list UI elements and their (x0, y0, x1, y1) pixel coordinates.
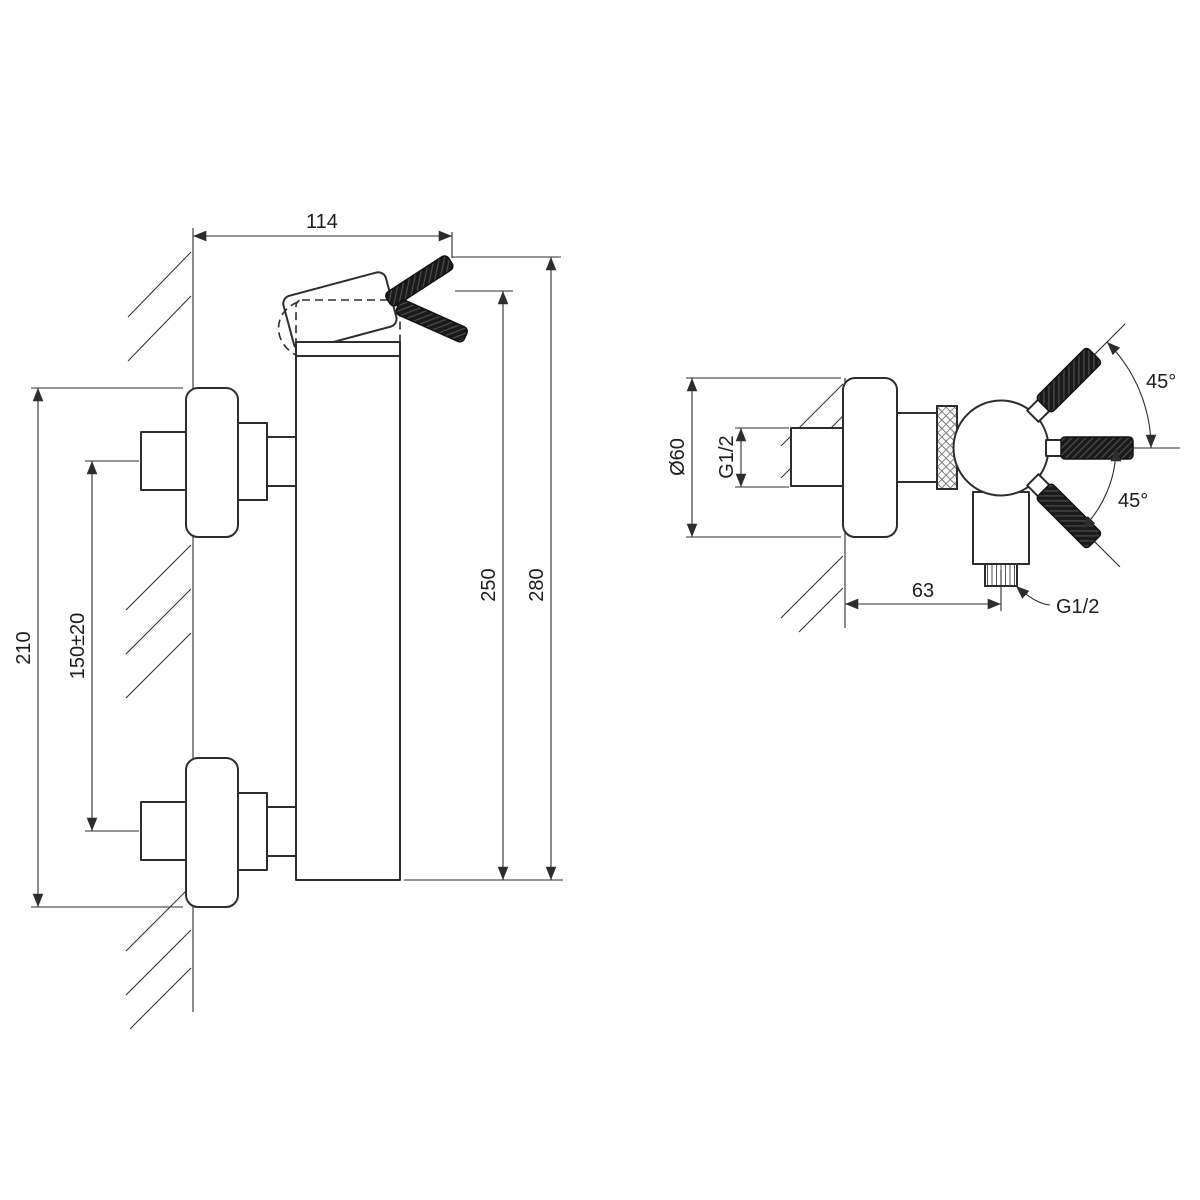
union-top-wall-pipe (140, 431, 188, 491)
dimension-flange-diameter: Ø60 (667, 377, 841, 538)
lever-knurled-middle (1060, 436, 1134, 460)
outlet-body (972, 491, 1030, 565)
union-top-nut (237, 422, 268, 501)
front-view: Ø60 G1/2 63 G1/2 45° 45° (667, 323, 1180, 633)
wall-union-top (140, 387, 297, 538)
union-bottom-wall-pipe (140, 801, 188, 861)
dim-inlet-thread-label: G1/2 (716, 435, 738, 478)
dimension-inlet-thread: G1/2 (716, 427, 789, 488)
union-top-stub (266, 436, 297, 487)
handle-swing-arc-dashed (277, 301, 299, 357)
dim-wall-to-outlet-label: 63 (912, 580, 934, 602)
dimension-overall-210: 210 (13, 387, 183, 908)
handle-housing-tilted (282, 271, 398, 352)
lever-stem-middle (1045, 439, 1063, 457)
dim-overall-right-label: 280 (526, 568, 548, 601)
lever-up-position (385, 255, 454, 307)
lever-knurled-lower (1036, 483, 1102, 549)
lever-horizontal-position (395, 299, 469, 343)
body-collar-side (295, 341, 401, 357)
dim-angle-upper-label: 45° (1146, 371, 1176, 393)
dim-width-label: 114 (306, 211, 338, 233)
dim-body-height-label: 250 (478, 568, 500, 601)
dim-overall-left-label: 210 (13, 631, 35, 664)
wall-hatching-front (780, 383, 844, 633)
dimension-spacing-150: 150±20 (67, 460, 139, 832)
wall-hatching-side (125, 251, 192, 1030)
lever-knurled-up (385, 255, 454, 307)
dim-spacing-label: 150±20 (67, 613, 89, 680)
side-view: 114 210 150±20 250 280 (13, 211, 563, 1030)
wall-union-bottom (140, 757, 297, 908)
union-bottom-stub (266, 806, 297, 857)
front-connector (896, 412, 938, 483)
mixer-body-side (295, 355, 401, 881)
outlet-thread-leader (1015, 585, 1051, 606)
union-bottom-nut (237, 792, 268, 871)
dimension-height-280: 280 (452, 256, 561, 880)
dim-flange-diameter-label: Ø60 (667, 438, 689, 476)
dim-angle-lower-label: 45° (1118, 490, 1148, 512)
dimension-width-114: 114 (193, 211, 453, 258)
front-lever-upper-45 (1026, 347, 1102, 423)
union-top-escutcheon (185, 387, 239, 538)
dim-outlet-thread-label: G1/2 (1056, 596, 1099, 618)
dimension-outlet-thread: G1/2 (1015, 585, 1099, 618)
dimension-wall-to-outlet-63: 63 (845, 570, 1002, 611)
front-lever-middle (1045, 436, 1134, 460)
front-wall-pipe (790, 427, 846, 487)
front-lever-lower-45 (1026, 473, 1102, 549)
lever-knurled-upper (1036, 347, 1102, 413)
dimension-angle-upper-45: 45° (1106, 341, 1176, 449)
lever-knurled-horizontal (395, 299, 469, 343)
front-flange (842, 377, 898, 538)
dimension-angle-lower-45: 45° (1081, 447, 1148, 530)
dimension-height-250: 250 (404, 290, 563, 881)
union-bottom-escutcheon (185, 757, 239, 908)
